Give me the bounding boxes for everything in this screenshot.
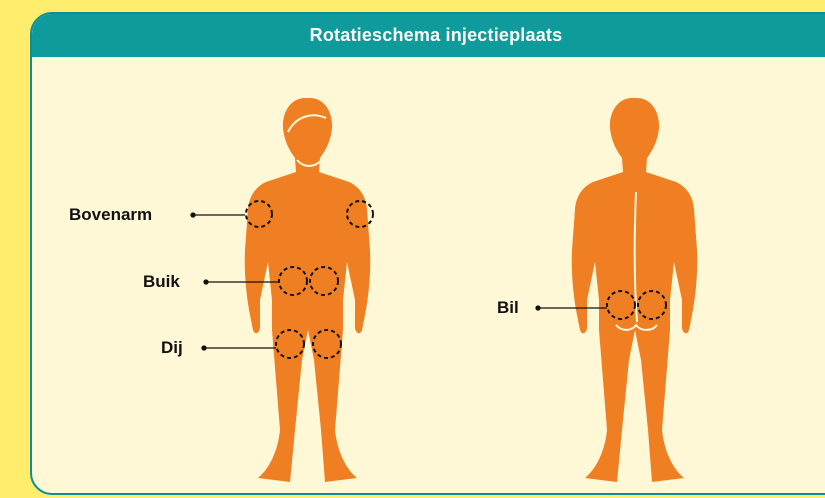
label-buttock: Bil — [497, 298, 519, 318]
front-body-figure — [245, 98, 371, 482]
label-thigh: Dij — [161, 338, 183, 358]
label-upper-arm: Bovenarm — [69, 205, 152, 225]
label-abdomen: Buik — [143, 272, 180, 292]
